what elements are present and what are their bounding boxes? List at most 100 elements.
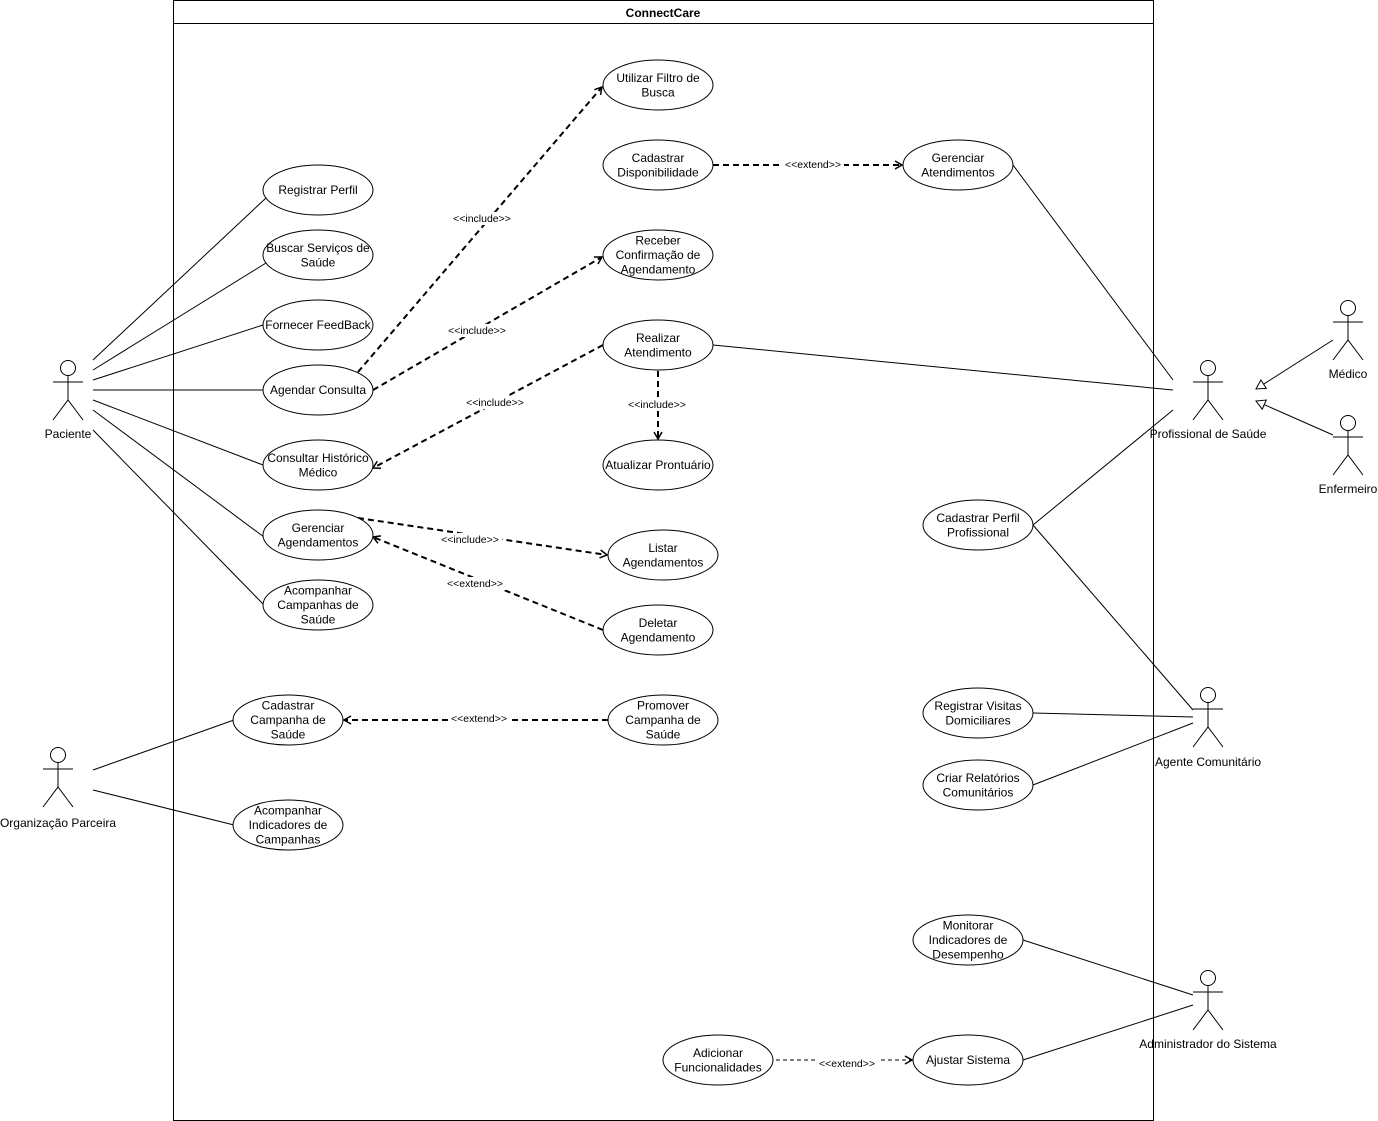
label-extend-promover: <<extend>> xyxy=(451,713,507,725)
use-case-label: Médico xyxy=(299,465,338,479)
actor-body xyxy=(52,375,84,421)
label-extend-adicionar: <<extend>> xyxy=(819,1058,875,1070)
use-case-label: Campanha de xyxy=(250,713,326,727)
actor-body xyxy=(1332,315,1364,361)
gen-medico-profissional xyxy=(1255,339,1334,390)
actor-head xyxy=(50,747,66,763)
use-case-fornecer-feedback[interactable]: Fornecer FeedBack xyxy=(262,299,374,351)
generalizations xyxy=(1255,339,1334,436)
use-case-label: Consultar Histórico xyxy=(267,451,369,465)
actor-label: Organização Parceira xyxy=(0,816,116,830)
label-include-listar: <<include>> xyxy=(441,534,499,546)
use-case-ellipse xyxy=(602,604,714,656)
actor-paciente[interactable]: Paciente xyxy=(45,360,92,442)
use-case-ellipse xyxy=(902,139,1014,191)
use-case-label: Utilizar Filtro de xyxy=(616,71,700,85)
use-case-ellipse xyxy=(232,694,344,746)
label-extend-deletar: <<extend>> xyxy=(447,578,503,590)
use-case-label: Atendimentos xyxy=(921,165,994,179)
use-case-label: Saúde xyxy=(301,255,336,269)
use-case-label: Profissional xyxy=(947,525,1009,539)
use-case-label: Registrar Perfil xyxy=(278,183,357,197)
use-case-label: Ajustar Sistema xyxy=(926,1053,1010,1067)
label-include-prontuario: <<include>> xyxy=(628,399,686,411)
use-case-ellipse xyxy=(912,914,1024,966)
use-case-ellipse xyxy=(262,164,374,216)
use-case-label: Gerenciar xyxy=(292,521,345,535)
use-case-label: Atendimento xyxy=(624,345,692,359)
use-case-label: Agendamentos xyxy=(623,555,704,569)
actor-agente[interactable]: Agente Comunitário xyxy=(1155,687,1261,770)
assoc-agente-cadastrar-perfil xyxy=(1032,524,1194,711)
actor-enfermeiro[interactable]: Enfermeiro xyxy=(1319,415,1378,497)
use-case-label: Funcionalidades xyxy=(674,1060,761,1074)
actor-label: Paciente xyxy=(45,427,92,441)
use-case-label: Criar Relatórios xyxy=(936,771,1019,785)
use-case-ellipse xyxy=(602,59,714,111)
use-case-label: Agendamentos xyxy=(278,535,359,549)
use-case-ellipse xyxy=(922,499,1034,551)
use-case-ellipse xyxy=(602,139,714,191)
actor-organizacao[interactable]: Organização Parceira xyxy=(0,747,116,831)
use-case-ellipse xyxy=(607,694,719,746)
actor-profissional[interactable]: Profissional de Saúde xyxy=(1150,360,1267,442)
use-case-label: Atualizar Prontuário xyxy=(605,458,711,472)
label-include-confirmacao: <<include>> xyxy=(448,325,506,337)
assoc-prof-gerenciar-atendimentos xyxy=(1012,164,1174,381)
actor-head xyxy=(1200,360,1216,376)
use-case-ajustar-sistema[interactable]: Ajustar Sistema xyxy=(912,1034,1024,1086)
use-case-ellipse xyxy=(232,799,344,851)
actor-body xyxy=(1192,702,1224,748)
actor-head xyxy=(1340,415,1356,431)
dependency-labels: <<include>> <<extend>> <<include>> <<inc… xyxy=(438,158,878,1070)
assoc-org-cadastrar-campanha xyxy=(92,719,235,771)
assoc-paciente-gerenciar-agendamentos xyxy=(92,409,265,538)
actor-admin[interactable]: Administrador do Sistema xyxy=(1139,970,1277,1052)
use-case-label: Cadastrar Perfil xyxy=(936,511,1019,525)
assoc-agente-registrar-visitas xyxy=(1032,712,1194,718)
use-case-ellipse xyxy=(912,1034,1024,1086)
use-case-label: Indicadores de xyxy=(249,818,328,832)
assoc-paciente-fornecer-feedback xyxy=(92,324,264,381)
assoc-paciente-buscar-servicos xyxy=(92,262,267,371)
use-case-ellipse xyxy=(607,529,719,581)
actor-body xyxy=(1192,985,1224,1031)
use-case-label: Receber xyxy=(635,234,680,248)
assoc-org-acompanhar-indicadores xyxy=(92,789,235,826)
use-case-ellipse xyxy=(262,439,374,491)
use-case-ellipse xyxy=(922,759,1034,811)
assoc-paciente-acompanhar-campanhas xyxy=(92,429,267,608)
use-case-registrar-perfil[interactable]: Registrar Perfil xyxy=(262,164,374,216)
use-case-label: Indicadores de xyxy=(929,933,1008,947)
use-case-agendar-consulta[interactable]: Agendar Consulta xyxy=(262,364,374,416)
use-case-label: Promover xyxy=(637,699,689,713)
use-case-label: Registrar Visitas xyxy=(934,699,1021,713)
use-case-label: Campanhas xyxy=(256,833,321,847)
use-case-label: Cadastrar xyxy=(632,151,685,165)
actor-medico[interactable]: Médico xyxy=(1329,300,1368,382)
actor-label: Administrador do Sistema xyxy=(1139,1037,1277,1051)
include-agendar-filtro xyxy=(357,85,603,373)
use-case-atualizar-prontuario[interactable]: Atualizar Prontuário xyxy=(602,439,714,491)
system-title: ConnectCare xyxy=(626,6,701,20)
